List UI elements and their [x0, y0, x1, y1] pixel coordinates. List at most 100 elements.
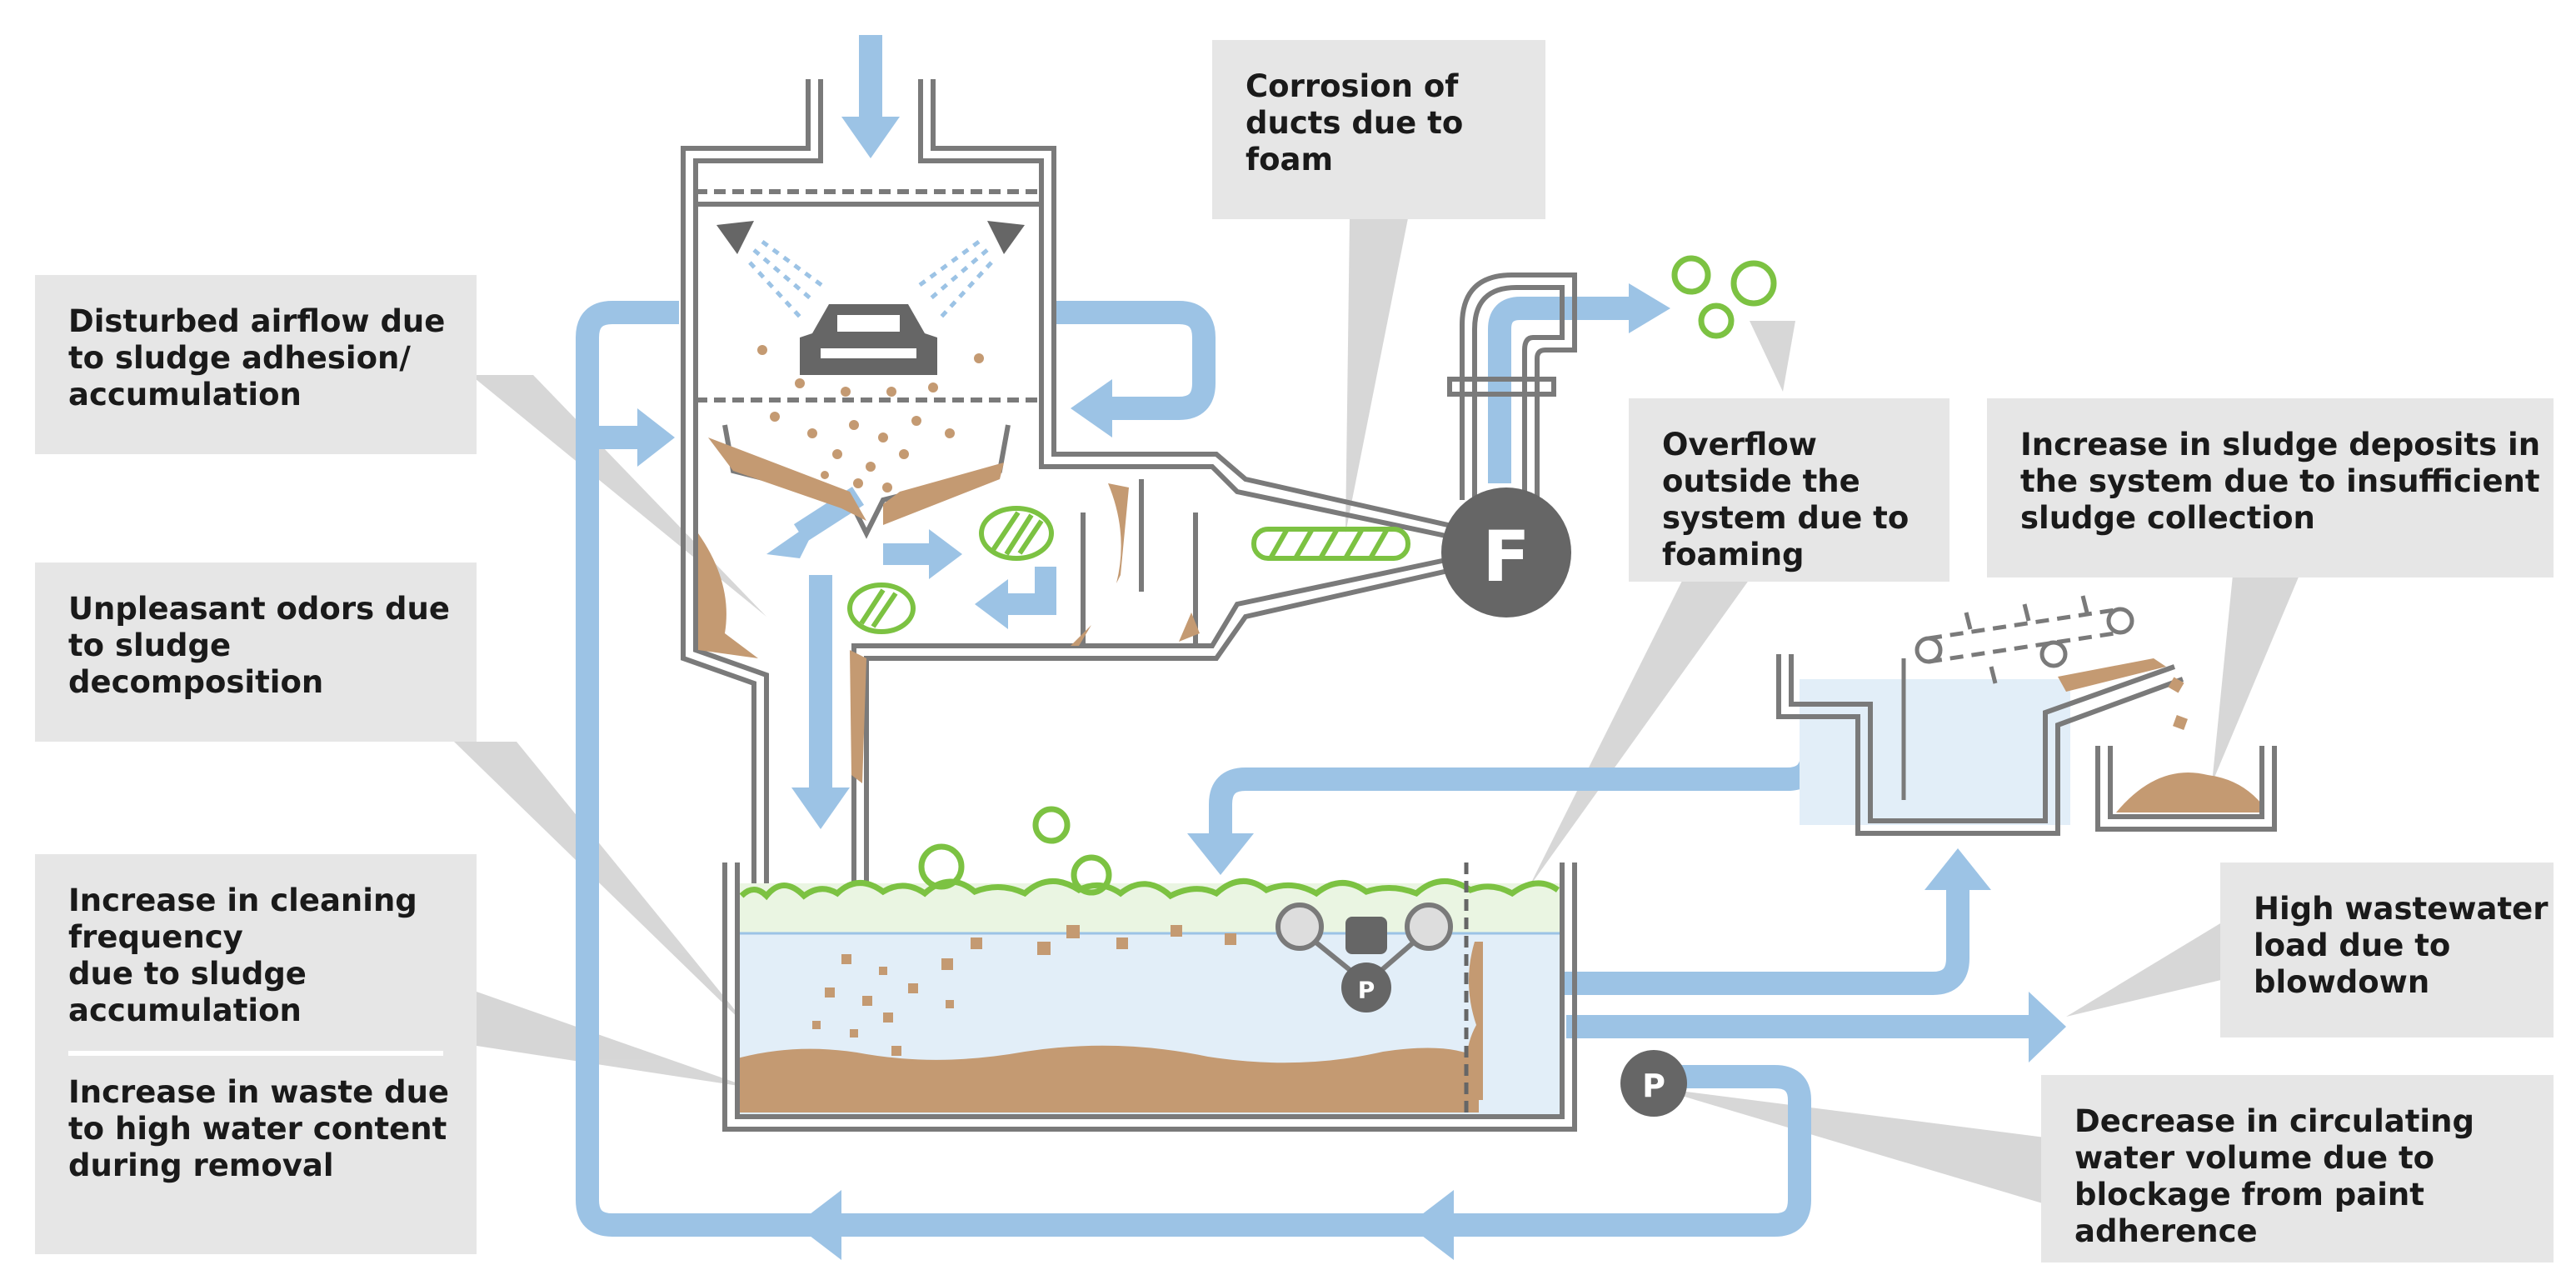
internal-arrow-2: [929, 529, 962, 579]
tank-wall: [722, 862, 1577, 1132]
sludge-conveyor: [1915, 595, 2134, 684]
internal-arrow-1: [766, 517, 821, 558]
callout-circulating-line-4: adherence: [2074, 1213, 2258, 1249]
pointer-corrosion: [1345, 218, 1408, 533]
callout-overflow-line-4: foaming: [1662, 537, 1805, 572]
circulation-pump-label: P: [1642, 1068, 1665, 1104]
clarifier-wall: [1776, 654, 2184, 836]
callout-deposits-line-1: Increase in sludge deposits in: [2020, 427, 2541, 462]
circulation-pump: P: [1620, 1050, 1687, 1117]
pointer-foam: [1750, 321, 1795, 392]
booth-sludge: [698, 438, 1200, 783]
pointer-deposits: [2212, 575, 2299, 783]
callout-corrosion-line-2: ducts due to: [1246, 105, 1464, 141]
callout-waste-line-2: to high water content: [68, 1111, 447, 1147]
callout-odors-line-1: Unpleasant odors due: [68, 591, 450, 627]
fan-circle: [1441, 488, 1571, 618]
exhaust-stack: [1447, 272, 1577, 500]
exhaust-foam: [1671, 255, 1777, 339]
pointer-odors: [454, 742, 754, 1033]
callout-airflow-line-2: to sludge adhesion/: [68, 340, 411, 376]
callout-divider: [68, 1051, 443, 1056]
callout-odors-line-3: decomposition: [68, 664, 324, 700]
skimmer-pump: [1341, 962, 1391, 1012]
callout-pointers: [454, 218, 2299, 1204]
spray-booth: [681, 79, 1469, 950]
clarifier-feed-arrow: [1925, 848, 1991, 890]
pointer-airflow: [471, 375, 766, 617]
callout-wastewater-line-2: load due to: [2254, 928, 2451, 963]
booth-outer-wall-r: [864, 79, 1469, 950]
callout-circulating: Decrease in circulating water volume due…: [2041, 1075, 2554, 1262]
circulation-pump-circle: [1620, 1050, 1687, 1117]
pointer-wastewater: [2066, 921, 2224, 1017]
callout-corrosion: Corrosion of ducts due to foam: [1212, 40, 1545, 219]
spray-nozzles: [716, 221, 1025, 318]
flow-arrows: [637, 117, 2066, 1260]
callout-airflow-line-3: accumulation: [68, 377, 302, 412]
callout-cleaning-line-1: Increase in cleaning: [68, 882, 417, 918]
booth-inner-wall-r: [851, 79, 1456, 950]
right-in-arrow: [1071, 379, 1112, 438]
callout-overflow-line-2: outside the: [1662, 463, 1860, 499]
right-feed-pipe: [1054, 301, 1216, 420]
inlet-arrow: [841, 117, 900, 158]
left-return-pipe: [576, 301, 1811, 1237]
callout-overflow-line-1: Overflow: [1662, 427, 1817, 462]
callout-overflow-line-3: system due to: [1662, 500, 1910, 536]
pointer-cleaning: [477, 992, 750, 1088]
callout-airflow-line-1: Disturbed airflow due: [68, 303, 446, 339]
exhaust-pipe: [1488, 297, 1633, 483]
bottom-arrow-2: [1408, 1190, 1454, 1260]
callout-waste-line-1: Increase in waste due: [68, 1074, 450, 1110]
clarifier: [1776, 595, 2188, 836]
foam-edge: [739, 878, 1560, 901]
left-in-arrow: [637, 408, 675, 467]
callout-overflow: Overflow outside the system due to foami…: [1629, 398, 1949, 582]
callout-wastewater: High wastewater load due to blowdown: [2220, 862, 2554, 1038]
bin-sludge: [2116, 772, 2262, 812]
pointer-overflow: [1529, 579, 1750, 888]
booth-foam: [847, 506, 1410, 634]
nozzle-left: [716, 221, 754, 254]
pointer-circulating: [1654, 1088, 2045, 1204]
callout-circulating-line-2: water volume due to: [2074, 1140, 2435, 1176]
booth-outer-wall: [681, 79, 811, 950]
callout-cleaning-line-3: due to sludge: [68, 956, 307, 992]
fan-label: F: [1482, 516, 1530, 598]
internal-flow-3: [1004, 567, 1056, 615]
drop-arrow: [791, 788, 850, 829]
callout-corrosion-line-1: Corrosion of: [1246, 68, 1459, 104]
callout-deposits-line-2: the system due to insufficient: [2020, 463, 2540, 499]
paint-particles: [757, 345, 984, 492]
callout-corrosion-line-3: foam: [1246, 142, 1334, 178]
booth-inner-wall: [693, 79, 823, 950]
clarifier-return-pipe: [1209, 717, 1824, 838]
internal-arrow-3: [975, 579, 1008, 629]
callout-cleaning-line-4: accumulation: [68, 992, 302, 1028]
blowdown-arrow: [2029, 992, 2066, 1062]
skimmer-pump-label: P: [1358, 977, 1375, 1004]
settling-tank: [722, 806, 1577, 1132]
callout-wastewater-line-1: High wastewater: [2254, 891, 2549, 927]
skimmer-assembly: P: [1276, 902, 1453, 1012]
car-icon: [800, 304, 937, 375]
clarifier-return-arrow: [1187, 833, 1254, 875]
bin-wall: [2095, 746, 2277, 832]
sludge-bin: [2095, 746, 2277, 832]
callout-deposits-line-3: sludge collection: [2020, 500, 2315, 536]
callout-cleaning-line-2: frequency: [68, 919, 243, 955]
callout-wastewater-line-3: blowdown: [2254, 964, 2430, 1000]
clarifier-feed-pipe: [1375, 888, 1969, 995]
tank-sludge-particles: [812, 925, 1311, 1056]
tank-foam-puffs: [918, 806, 1112, 896]
bottom-arrow-1: [796, 1190, 841, 1260]
tank-sludge: [737, 1045, 1479, 1112]
callout-deposits: Increase in sludge deposits in the syste…: [1987, 398, 2554, 578]
float-right: [1405, 902, 1453, 951]
callout-circulating-line-3: blockage from paint: [2074, 1177, 2424, 1212]
weir-sludge: [1466, 942, 1483, 1100]
exhaust-arrow: [1629, 283, 1670, 333]
callout-waste-line-3: during removal: [68, 1148, 334, 1183]
